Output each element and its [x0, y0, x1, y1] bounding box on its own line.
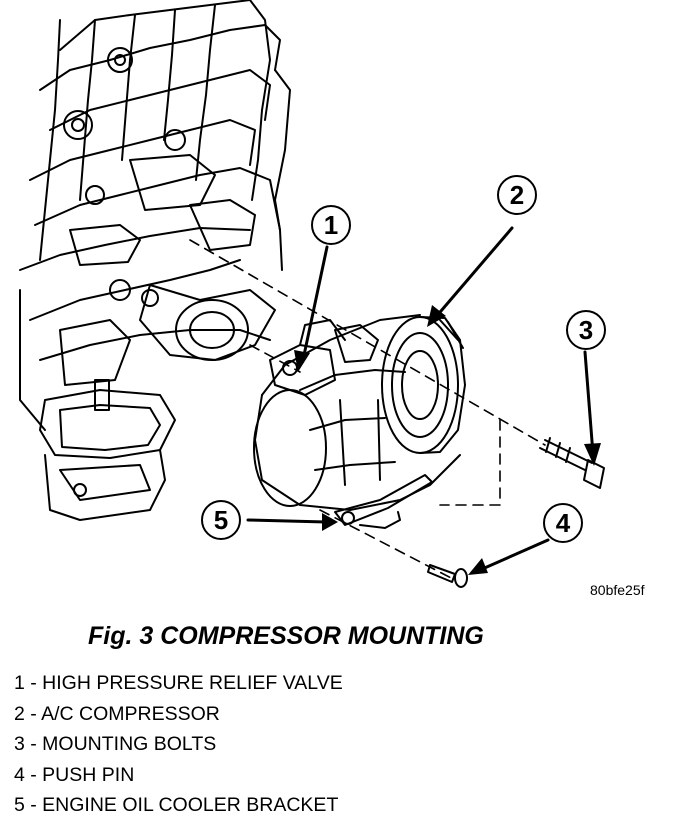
mounting-bolt [539, 437, 605, 489]
leader-arrows [246, 226, 595, 572]
legend-item: 2 - A/C COMPRESSOR [14, 702, 220, 725]
compressor-mounting-diagram: 1 2 3 4 5 [19, 0, 606, 588]
legend-item: 5 - ENGINE OIL COOLER BRACKET [14, 794, 339, 816]
legend-item: 4 - PUSH PIN [14, 763, 135, 786]
callout-3: 3 [579, 315, 593, 345]
push-pin [427, 564, 468, 588]
callout-2: 2 [510, 180, 524, 210]
callout-1: 1 [324, 210, 338, 240]
legend-item: 1 - HIGH PRESSURE RELIEF VALVE [14, 672, 343, 694]
oil-cooler-bracket [334, 474, 433, 529]
callout-4: 4 [556, 508, 571, 538]
arrowheads [294, 305, 601, 575]
ac-compressor [253, 314, 466, 511]
callout-circles [201, 175, 606, 543]
reference-code: 80bfe25f [590, 582, 645, 598]
callout-5: 5 [214, 505, 228, 535]
legend-list: 1 - HIGH PRESSURE RELIEF VALVE 2 - A/C C… [14, 668, 343, 821]
figure-title: Fig. 3 COMPRESSOR MOUNTING [88, 622, 484, 650]
engine-block [19, 0, 291, 521]
legend-item: 3 - MOUNTING BOLTS [14, 733, 217, 755]
